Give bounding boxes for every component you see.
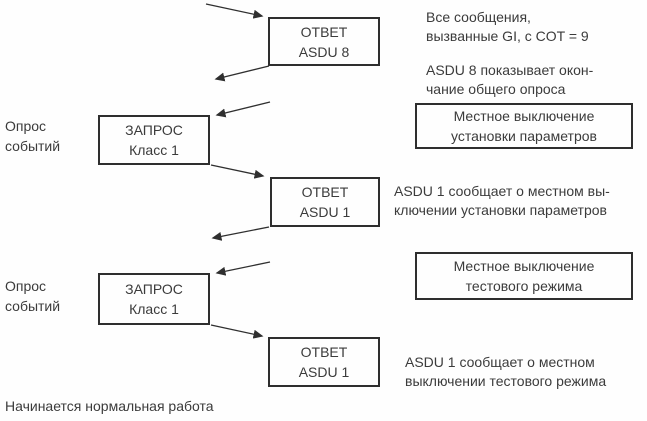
arrow-request-a-to-reply-icon <box>210 164 265 179</box>
label-event-poll-b-line1: Опрос <box>5 278 47 294</box>
note-asdu1-param: ASDU 1 сообщает о местном вы- ключении у… <box>394 182 610 220</box>
box-reply-asdu1-b: ОТВЕТ ASDU 1 <box>268 337 380 387</box>
box-reply-asdu1-a-line2: ASDU 1 <box>299 204 351 220</box>
note-asdu1-test-line2: выключении тестового режима <box>405 373 607 389</box>
box-request-class1-b-line1: ЗАПРОС <box>125 281 183 297</box>
note-gi-messages-line1: Все сообщения, <box>426 9 531 25</box>
note-asdu1-test-line1: ASDU 1 сообщает о местном <box>405 354 595 370</box>
box-request-class1-a-line2: Класс 1 <box>129 142 179 158</box>
box-local-test-off: Местное выключение тестового режима <box>415 252 633 300</box>
note-gi-messages: Все сообщения, вызванные GI, с COT = 9 <box>426 8 589 46</box>
label-event-poll-b: Опрос событий <box>5 276 60 316</box>
box-local-param-off-line2: установки параметров <box>451 128 597 144</box>
box-local-param-off-line1: Местное выключение <box>453 108 595 124</box>
arrow-in-request-a-icon <box>215 101 271 118</box>
note-asdu8-end-line2: чание общего опроса <box>426 81 566 97</box>
box-reply-asdu1-b-line1: ОТВЕТ <box>300 344 348 360</box>
label-event-poll-a-line1: Опрос <box>5 118 47 134</box>
box-reply-asdu1-a-line1: ОТВЕТ <box>301 184 349 200</box>
note-asdu1-param-line2: ключении установки параметров <box>394 202 607 218</box>
box-reply-asdu8-line1: ОТВЕТ <box>300 23 348 40</box>
label-event-poll-a-line2: событий <box>5 138 61 154</box>
box-reply-asdu1-b-line2: ASDU 1 <box>298 364 350 380</box>
note-asdu8-end-line1: ASDU 8 показывает окон- <box>426 62 594 78</box>
label-event-poll-b-line2: событий <box>5 298 61 314</box>
box-local-test-off-line1: Местное выключение <box>453 258 595 274</box>
arrow-request-b-to-reply-icon <box>210 324 264 339</box>
arrow-out-reply-asdu1-a-icon <box>211 226 270 241</box>
label-event-poll-a: Опрос событий <box>5 116 60 156</box>
box-reply-asdu8-line2: ASDU 8 <box>298 43 350 60</box>
box-local-test-off-line2: тестового режима <box>465 278 583 294</box>
box-request-class1-b: ЗАПРОС Класс 1 <box>98 273 210 325</box>
box-request-class1-b-line2: Класс 1 <box>129 301 179 317</box>
note-gi-messages-line2: вызванные GI, с COT = 9 <box>426 28 589 44</box>
box-request-class1-a: ЗАПРОС Класс 1 <box>98 115 210 165</box>
arrow-out-reply-asdu8-icon <box>214 65 270 82</box>
box-reply-asdu8: ОТВЕТ ASDU 8 <box>268 17 380 66</box>
note-asdu8-end: ASDU 8 показывает окон- чание общего опр… <box>426 61 593 99</box>
note-asdu1-test: ASDU 1 сообщает о местном выключении тес… <box>405 353 606 391</box>
note-normal-work: Начинается нормальная работа <box>5 398 214 414</box>
arrow-in-request-b-icon <box>215 261 271 276</box>
arrow-in-reply-asdu8-icon <box>205 3 264 19</box>
note-asdu1-param-line1: ASDU 1 сообщает о местном вы- <box>394 183 610 199</box>
box-request-class1-a-line1: ЗАПРОС <box>125 122 183 138</box>
box-local-param-off: Местное выключение установки параметров <box>415 103 633 149</box>
box-reply-asdu1-a: ОТВЕТ ASDU 1 <box>270 177 380 227</box>
